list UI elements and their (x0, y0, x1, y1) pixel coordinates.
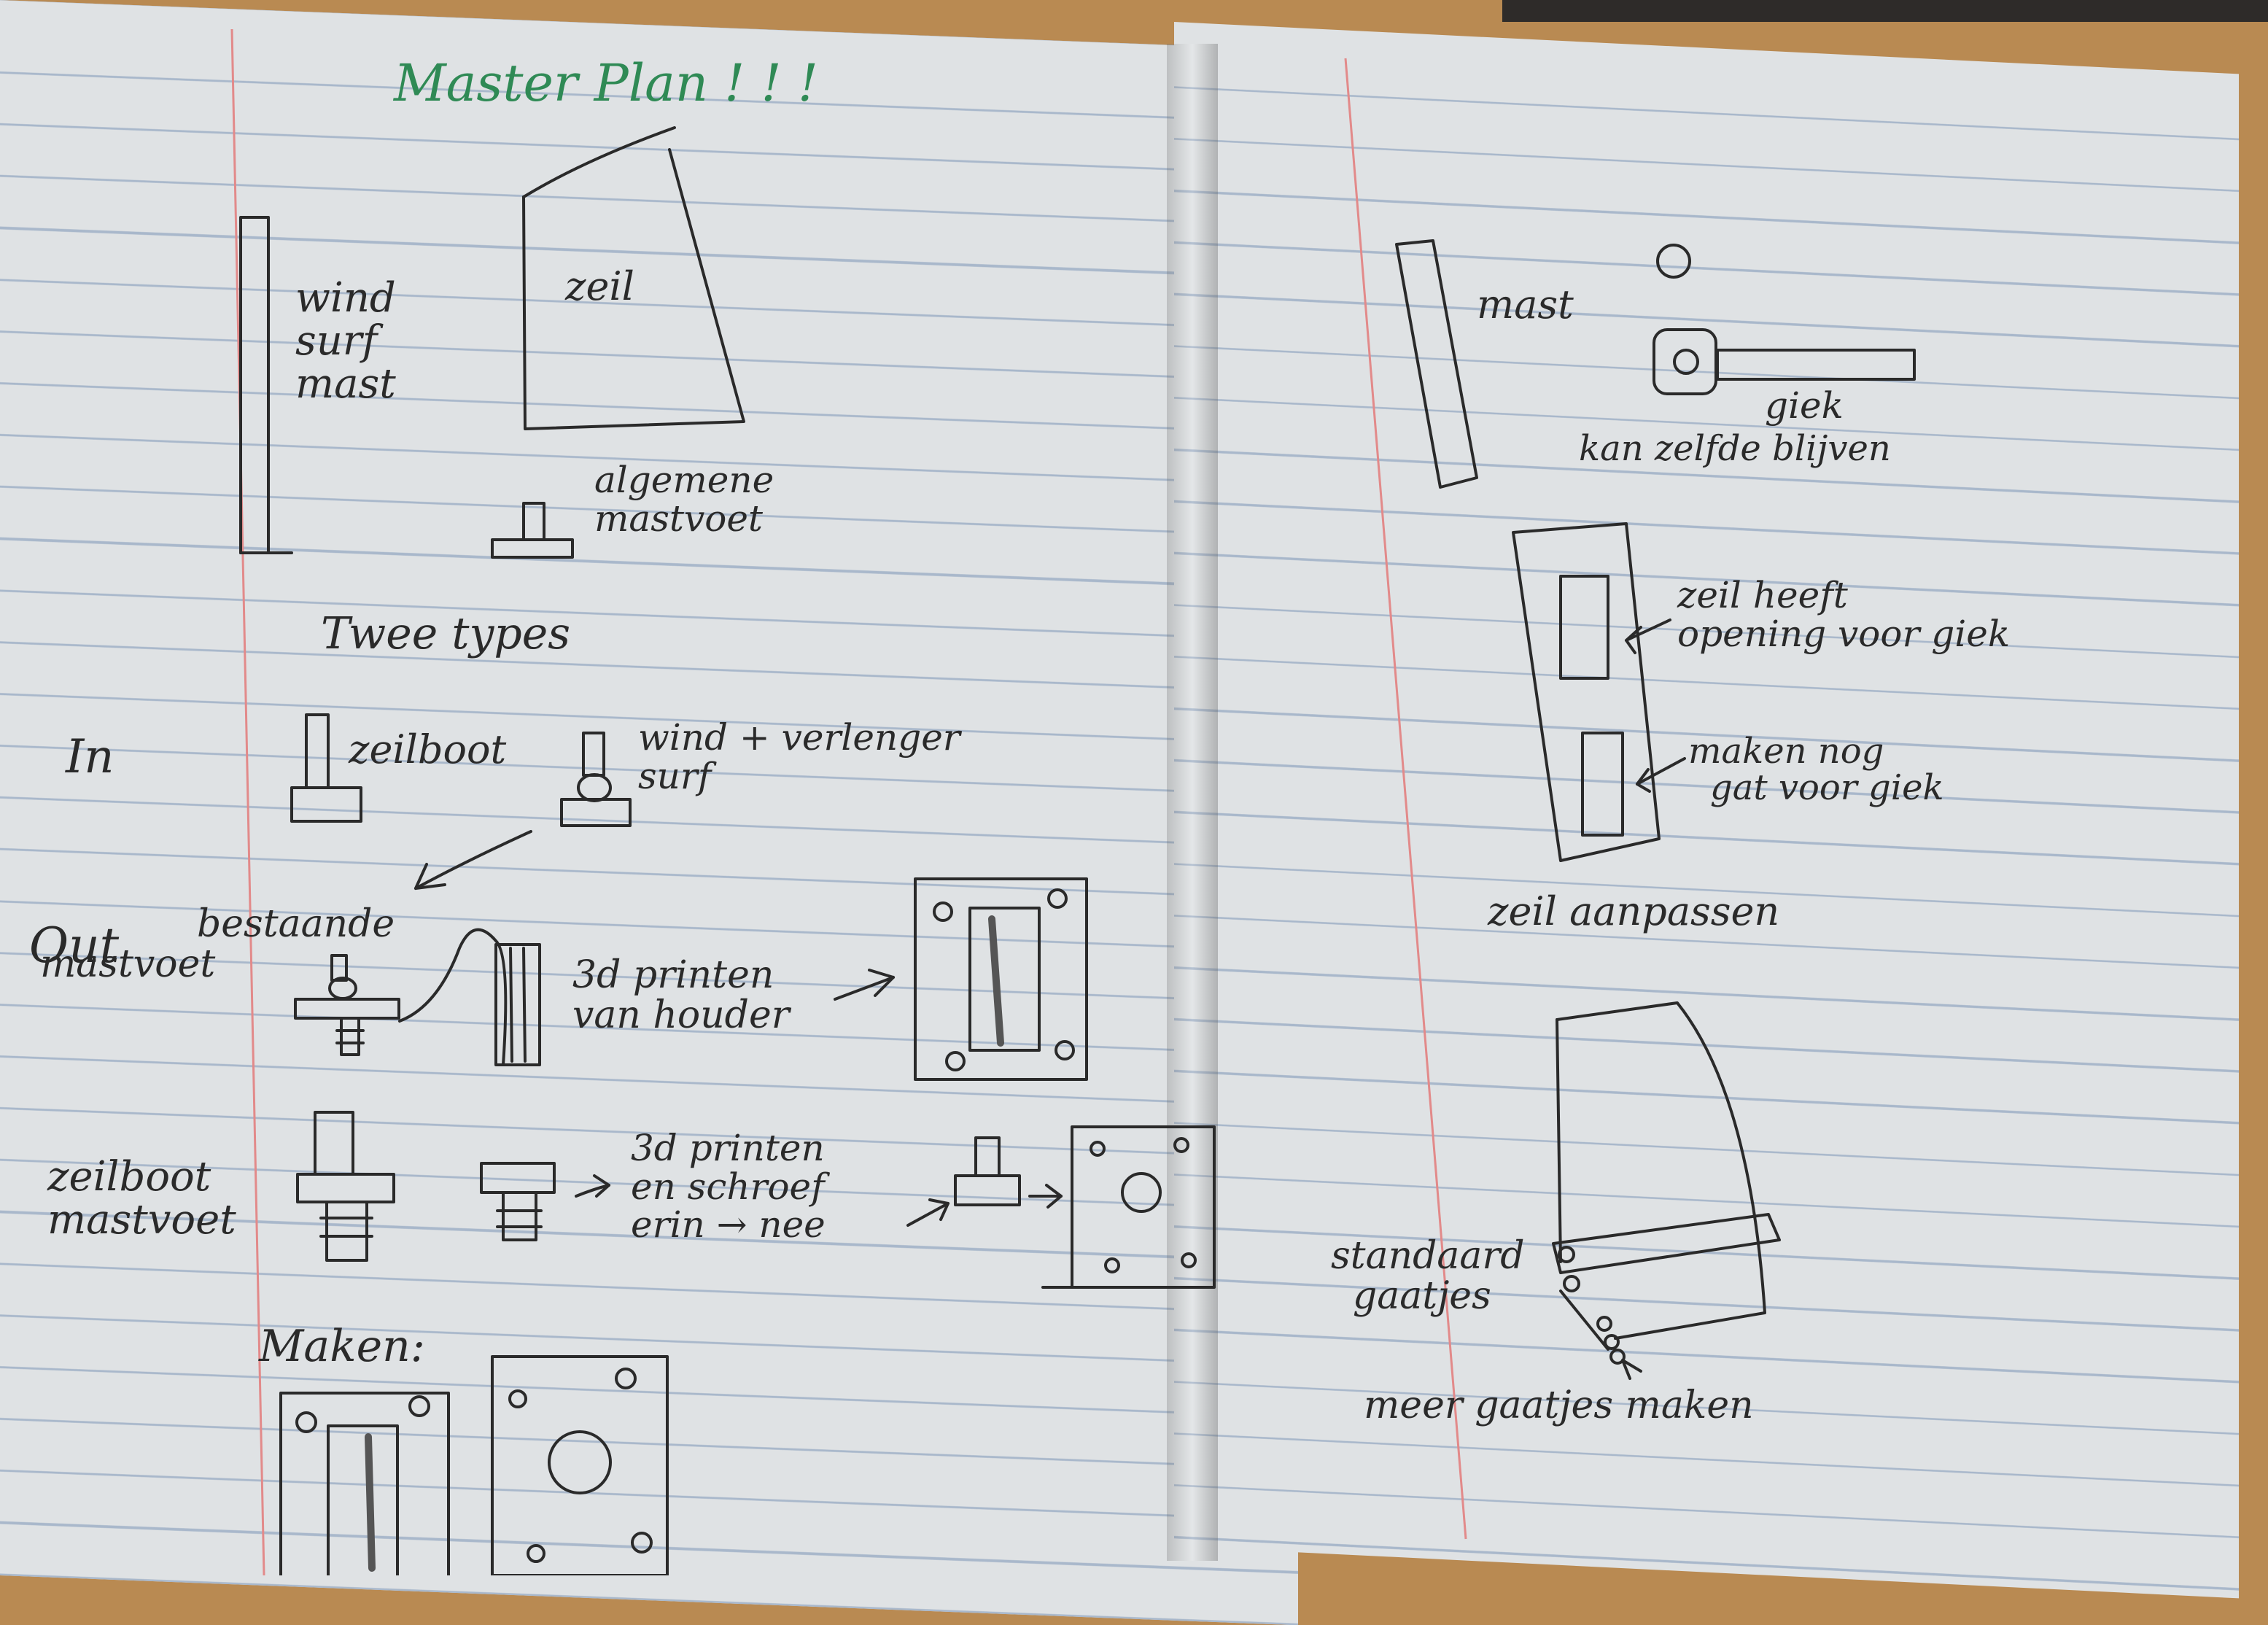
print-screw-label: 3d printen en schroef erin → nee (631, 1129, 826, 1244)
general-mast-foot-sketch (491, 502, 574, 559)
label-line: mast (295, 360, 396, 408)
boom-note: kan zelfde blijven (1579, 428, 1891, 469)
existing-mast-foot-label: bestaande mastvoet (40, 904, 395, 984)
mini-foot-sketch (954, 1136, 1021, 1206)
make-hole-label: maken nog gat voor giek (1688, 733, 1944, 807)
standard-holes-label: standaard gaatjes (1331, 1236, 1525, 1316)
label-line: van houder (572, 993, 790, 1037)
sail-with-openings-sketch (1512, 522, 1686, 862)
more-holes-label: meer gaatjes maken (1364, 1384, 1754, 1427)
windsurf-mast-label: wind surf mast (295, 274, 396, 408)
label-line: wind (295, 274, 396, 322)
sailboat-label: zeilboot (349, 726, 507, 772)
label-line: zeil heeft (1677, 574, 1848, 616)
arrow-right-2 (575, 1174, 610, 1198)
right-mast-label: mast (1477, 282, 1574, 327)
sail-sketch (522, 126, 745, 430)
arrow-right-1 (834, 969, 895, 1001)
dark-object-background (1502, 0, 2268, 22)
label-line: en schroef (631, 1165, 825, 1208)
label-line: mastvoet (47, 1195, 236, 1244)
label-line: zeilboot (47, 1153, 211, 1201)
arrow-right-4 (1028, 1184, 1063, 1209)
label-line: 3d printen (572, 953, 774, 997)
label-line: 3d printen (631, 1127, 825, 1169)
label-line: surf (638, 754, 712, 797)
square-plate-sketch (1041, 1125, 1216, 1289)
notebook-gutter (1167, 44, 1218, 1561)
general-mast-foot-label: algemene mastvoet (594, 461, 774, 538)
label-line: opening voor giek (1677, 612, 2011, 655)
screw-sketch (480, 1162, 556, 1241)
print-holder-label: 3d printen van houder (572, 955, 790, 1035)
holder-plate-sketch (914, 877, 1088, 1081)
label-line: standaard (1331, 1234, 1525, 1278)
right-mast-sketch (1395, 239, 1478, 489)
adjust-sail-heading: zeil aanpassen (1488, 888, 1780, 934)
windsurf-mast-sketch (239, 216, 293, 554)
small-ring-sketch (1656, 244, 1691, 279)
label-line: wind + verlenger (638, 716, 960, 759)
label-line: gat voor giek (1710, 767, 1944, 809)
two-types-heading: Twee types (321, 608, 571, 659)
label-line: gaatjes (1353, 1273, 1491, 1318)
holder-sketch (494, 943, 541, 1066)
label-line: mastvoet (40, 942, 216, 986)
sail-label: zeil (565, 263, 634, 309)
make-holder-plate-sketch (279, 1392, 450, 1575)
boom-label: giek (1765, 384, 1844, 427)
sail-opening-label: zeil heeft opening voor giek (1677, 576, 2010, 653)
ink-sketches (230, 28, 1916, 1575)
existing-mast-foot-sketch (294, 928, 508, 1066)
label-line: mastvoet (594, 497, 764, 540)
label-line: algemene (594, 459, 774, 501)
sailboat-mast-foot-sketch (296, 1111, 395, 1262)
label-line: maken nog (1688, 731, 1884, 772)
arrow-right-3 (906, 1198, 949, 1227)
left-margin-line (230, 28, 265, 1575)
label-line: erin → nee (631, 1203, 826, 1246)
right-margin-line (1344, 58, 1467, 1540)
adjusted-sail-sketch (1552, 1001, 1781, 1380)
in-sailboat-foot-sketch (290, 713, 362, 823)
label-line: bestaande (197, 902, 395, 946)
boom-sketch (1653, 328, 1916, 395)
arrow-down-left (414, 830, 532, 890)
in-windsurf-foot-sketch (560, 732, 632, 827)
sailboat-mast-foot-label: zeilboot mastvoet (47, 1153, 236, 1244)
label-line: surf (295, 317, 378, 365)
make-square-plate-sketch (491, 1355, 669, 1575)
out-label: Out (29, 918, 120, 974)
in-label: In (66, 730, 114, 784)
make-heading: Maken: (259, 1321, 425, 1372)
windsurf-extender-label: wind + verlenger surf (638, 718, 960, 795)
page-title: Master Plan ! ! ! (394, 53, 819, 113)
